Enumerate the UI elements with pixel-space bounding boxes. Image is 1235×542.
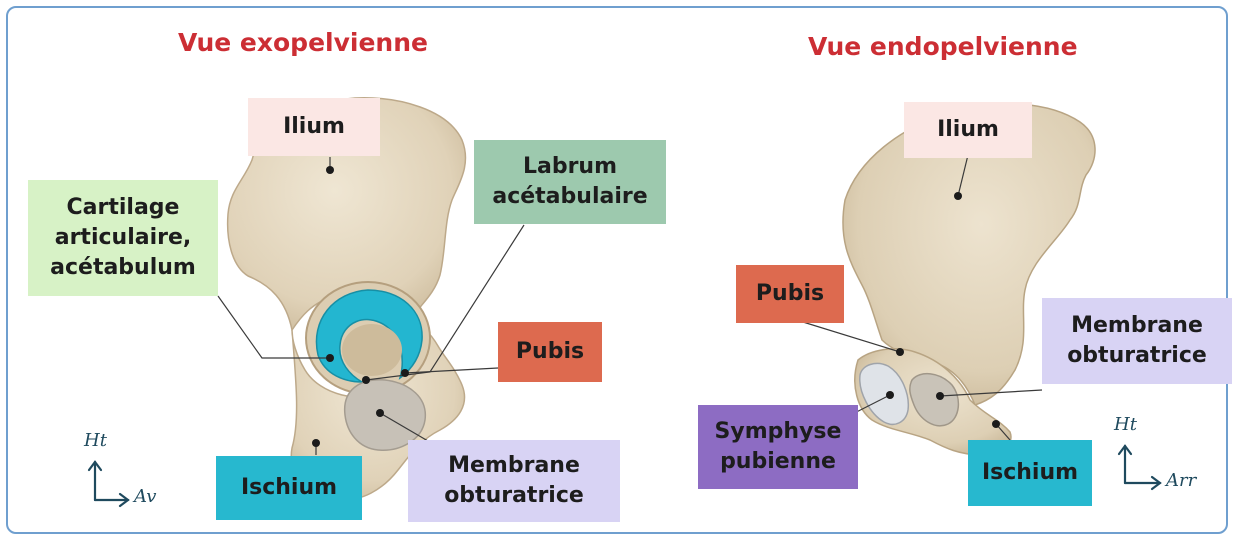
label-membrane-right: Membrane obturatrice	[1042, 298, 1232, 384]
left-view-title: Vue exopelvienne	[178, 28, 428, 57]
left-axis-right-label: Av	[134, 486, 156, 507]
label-pubis-left: Pubis	[498, 322, 602, 382]
label-symphyse: Symphyse pubienne	[698, 405, 858, 489]
right-axis-right-label: Arr	[1166, 470, 1196, 491]
right-orientation-arrows	[1119, 446, 1160, 489]
label-labrum: Labrum acétabulaire	[474, 140, 666, 224]
right-axis-up-label: Ht	[1114, 414, 1137, 435]
right-view-title: Vue endopelvienne	[808, 32, 1078, 61]
label-cartilage: Cartilage articulaire, acétabulum	[28, 180, 218, 296]
label-ilium-right: Ilium	[904, 102, 1032, 158]
left-axis-up-label: Ht	[84, 430, 107, 451]
label-membrane-left: Membrane obturatrice	[408, 440, 620, 522]
label-ilium-left: Ilium	[248, 98, 380, 156]
left-orientation-arrows	[89, 462, 128, 506]
label-ischium-left: Ischium	[216, 456, 362, 520]
left-acetabular-fossa	[342, 324, 402, 376]
label-pubis-right: Pubis	[736, 265, 844, 323]
label-ischium-right: Ischium	[968, 440, 1092, 506]
